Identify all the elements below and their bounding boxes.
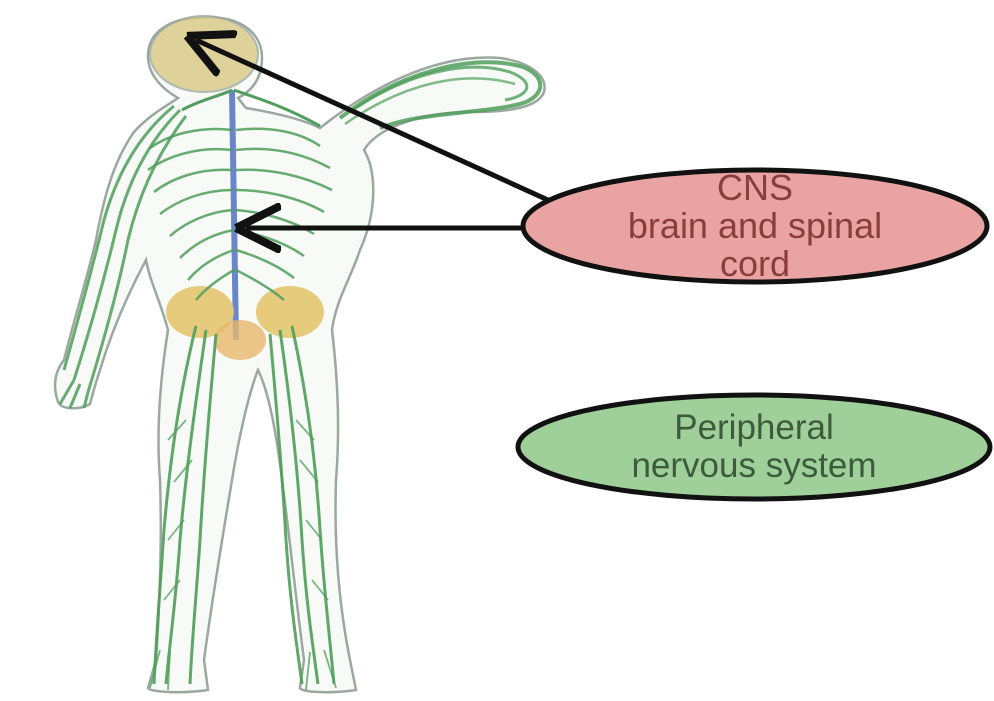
- pns-line2: nervous system: [631, 447, 876, 485]
- body-outline: [55, 17, 544, 692]
- cns-line2: brain and spinal: [628, 207, 882, 245]
- cns-label: CNS brain and spinal cord: [520, 168, 990, 284]
- cns-line3: cord: [720, 245, 790, 283]
- human-figure-illustration: [55, 16, 544, 692]
- pns-label: Peripheral nervous system: [516, 393, 992, 501]
- pns-line1: Peripheral: [674, 409, 834, 447]
- spinal-cord: [232, 90, 236, 340]
- cns-title: CNS: [717, 169, 793, 207]
- brain-region: [150, 16, 258, 92]
- right-plexus: [256, 286, 324, 338]
